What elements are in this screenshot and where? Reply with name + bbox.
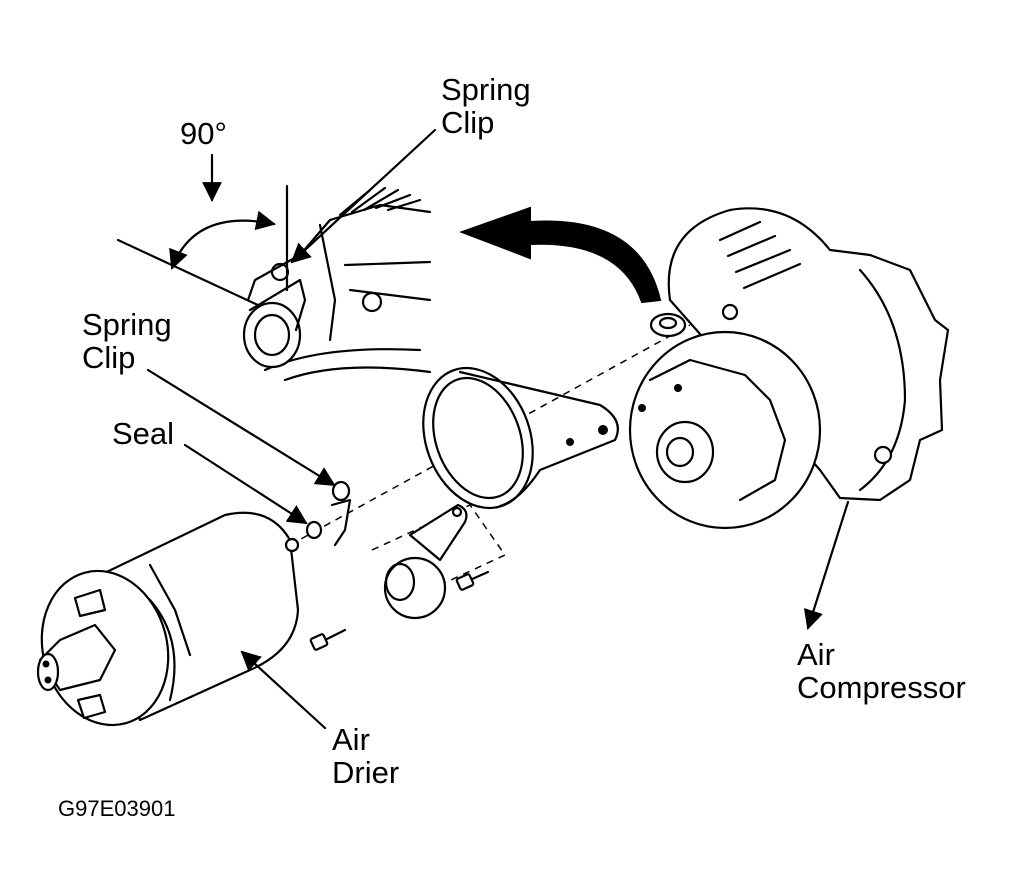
label-spring-clip-left-line1: Spring <box>82 307 172 342</box>
drier-cap-tab-top <box>73 588 107 618</box>
curved-arrow-icon <box>459 206 662 304</box>
compressor-hole-2 <box>638 404 646 412</box>
compressor-top-bolt <box>721 303 739 321</box>
shroud-drawing <box>422 366 619 510</box>
label-air-drier-line2: Drier <box>332 755 400 790</box>
bracket-hole <box>451 506 463 518</box>
air-drier-arrow <box>240 650 327 730</box>
seal-and-clip-drawing <box>146 368 352 547</box>
inset-port-ring <box>242 301 302 369</box>
drier-cap-rim <box>148 598 176 702</box>
air-drier-drawing <box>36 511 327 730</box>
inset-bolt <box>361 291 383 313</box>
label-spring-clip-top-line1: Spring <box>441 72 531 107</box>
drier-outlet-face <box>36 652 60 692</box>
drier-port-hole-2 <box>44 676 52 684</box>
spring-clip-loop <box>331 480 351 502</box>
compressor-side-bolt <box>873 445 893 465</box>
inset-port-inner <box>253 313 291 357</box>
label-spring-clip-top: Spring Clip <box>441 73 531 139</box>
compressor-housing-back <box>667 207 950 502</box>
label-angle: 90° <box>180 116 227 151</box>
mount-bracket-drawing <box>309 503 507 651</box>
shroud-bracket-hole <box>598 425 608 435</box>
inset-fins <box>338 186 422 217</box>
seal-ring <box>305 520 323 540</box>
drier-cap-tab-bottom <box>76 693 107 720</box>
bracket-bushing-face <box>384 562 416 602</box>
bolt-right <box>455 570 490 591</box>
shroud-bracket-arm <box>458 370 619 508</box>
label-spring-clip-left: Spring Clip <box>82 308 172 374</box>
label-air-compressor-line2: Compressor <box>797 670 966 705</box>
drier-port-hole-1 <box>42 660 50 668</box>
bracket-plate <box>408 503 468 562</box>
drier-body-line <box>148 563 192 657</box>
compressor-cover-boss <box>648 358 787 502</box>
air-compressor-arrow <box>803 500 850 630</box>
bracket-bushing <box>383 556 447 620</box>
angle-arc <box>169 210 276 270</box>
compressor-outlet-bore <box>658 316 678 330</box>
seal-arrow <box>183 443 308 525</box>
compressor-front-cover <box>628 330 822 530</box>
shroud-inner-rim <box>432 376 524 500</box>
label-air-drier: Air Drier <box>332 723 399 789</box>
inset-detail <box>116 128 437 382</box>
compressor-shaft <box>665 436 695 468</box>
removal-arrow <box>459 206 662 304</box>
inset-clip-loop <box>270 262 290 282</box>
compressor-shaft-boss <box>655 420 715 484</box>
label-air-compressor-line1: Air <box>797 637 835 672</box>
label-spring-clip-top-line2: Clip <box>441 105 495 140</box>
inset-spring-clip <box>248 278 307 332</box>
assembly-center-line <box>289 324 691 546</box>
bolt-left <box>309 628 347 651</box>
compressor-hole-1 <box>674 384 682 392</box>
drier-inlet-nipple <box>284 537 300 553</box>
shroud-rim <box>422 366 534 510</box>
shroud-bracket-hole-2 <box>566 438 574 446</box>
compressor-fins <box>718 220 802 290</box>
spring-clip-top-arrow <box>290 128 437 264</box>
spring-clip-left-arrow <box>146 368 336 487</box>
inset-housing-outline <box>246 203 432 302</box>
label-air-compressor: Air Compressor <box>797 638 966 704</box>
air-compressor-drawing <box>628 207 950 630</box>
inset-body-lines <box>343 260 432 302</box>
label-seal: Seal <box>112 416 175 451</box>
compressor-rear-rim <box>858 268 907 492</box>
label-spring-clip-left-line2: Clip <box>82 340 136 375</box>
label-air-drier-line1: Air <box>332 722 370 757</box>
spring-clip-body <box>330 498 352 547</box>
figure-code: G97E03901 <box>58 796 176 821</box>
inset-housing-edge <box>318 223 337 342</box>
compressor-outlet-port <box>649 312 687 338</box>
